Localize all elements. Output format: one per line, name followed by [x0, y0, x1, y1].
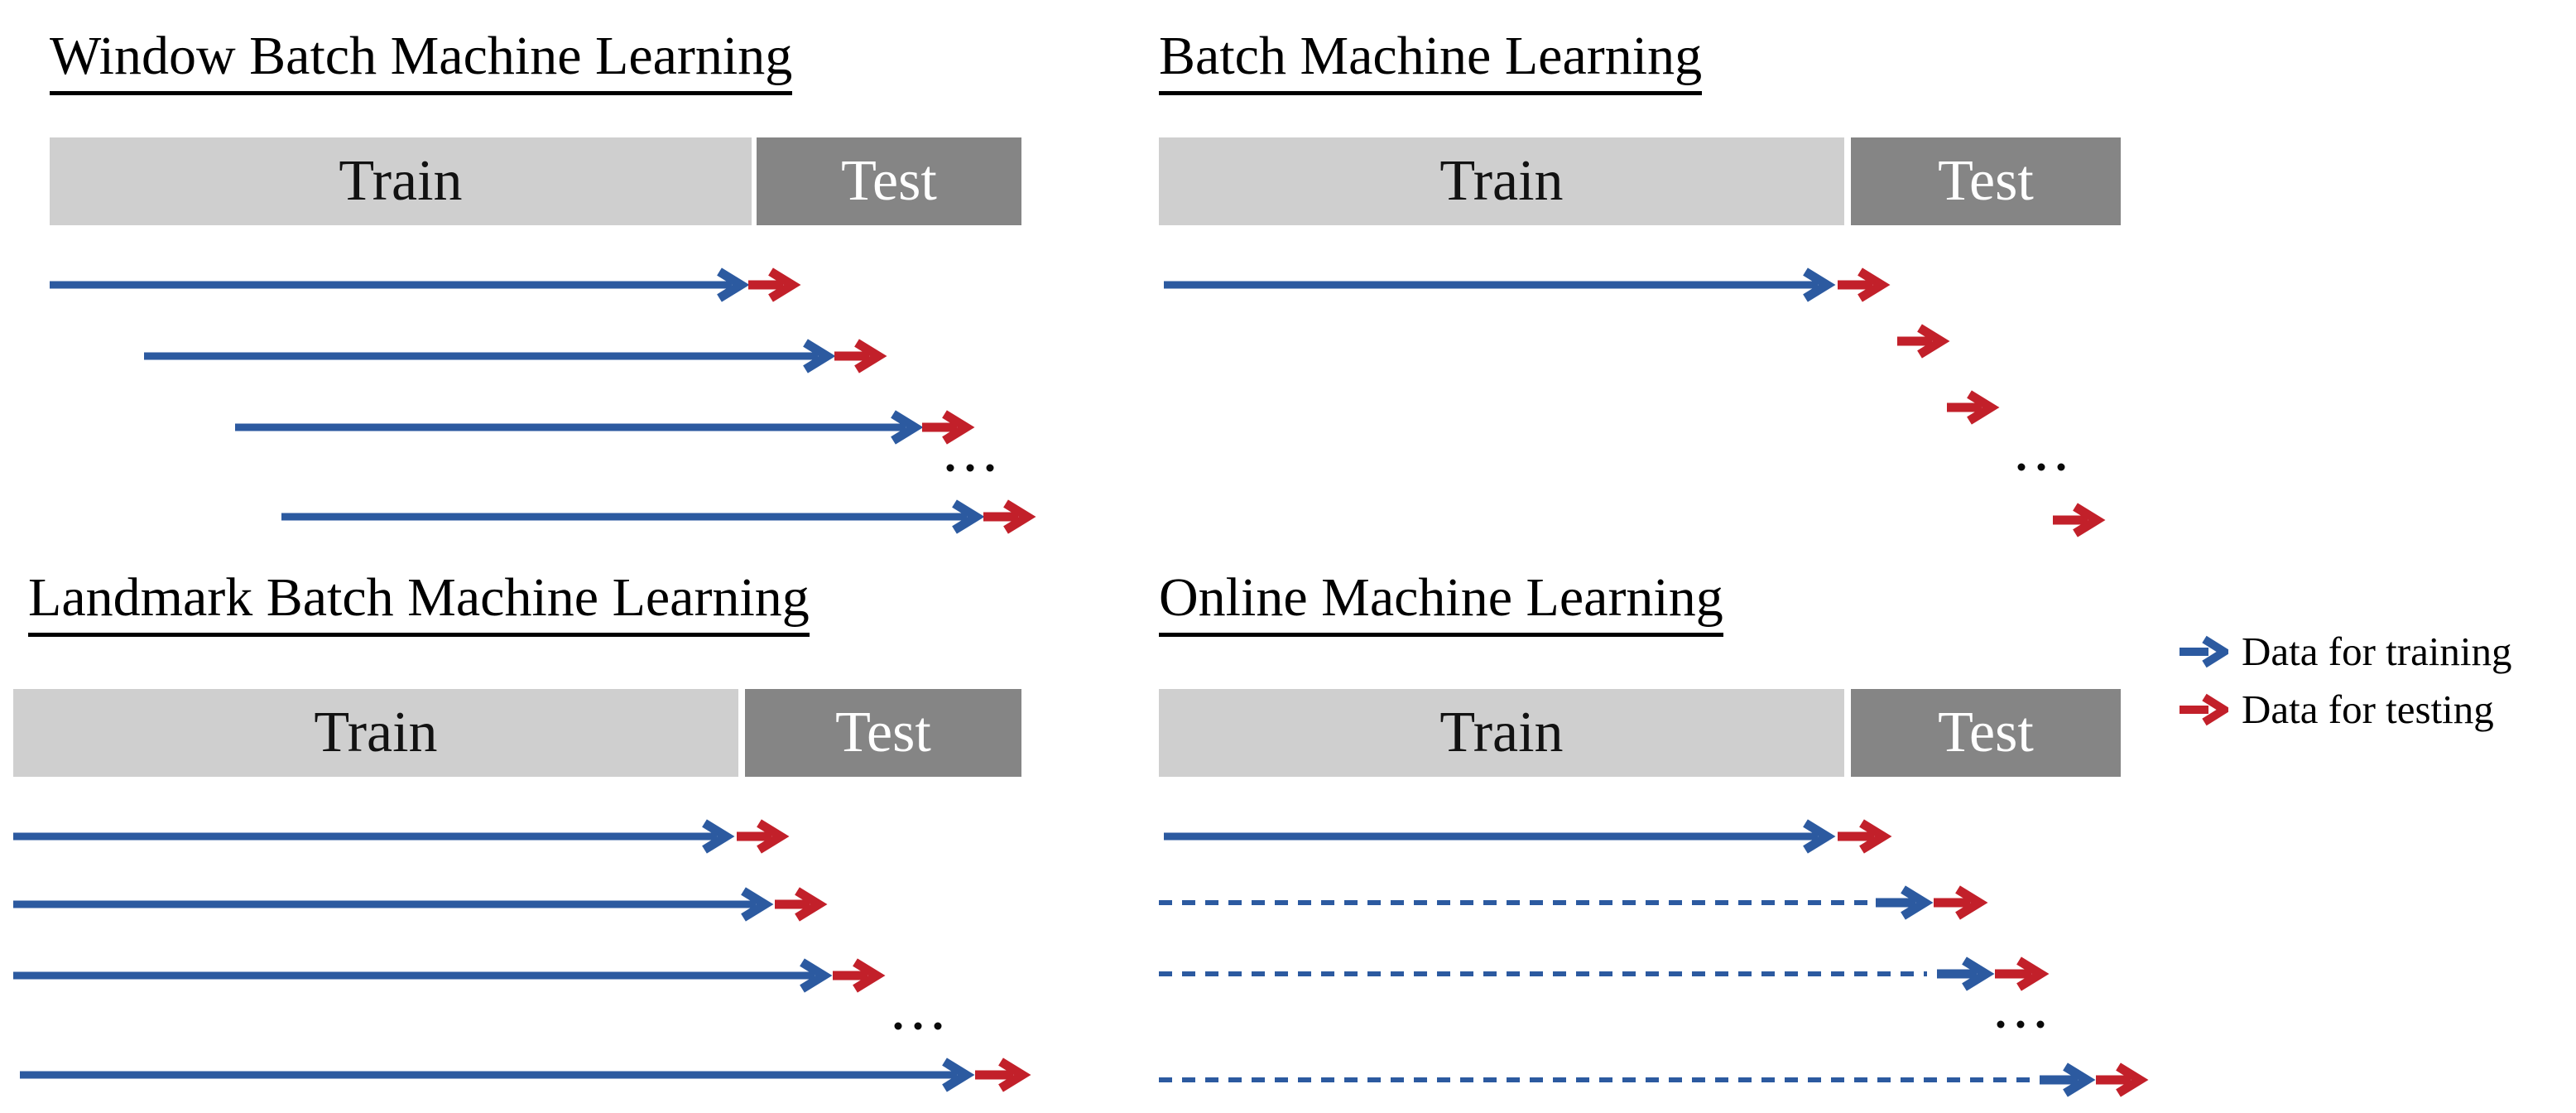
batch-row1-red-arrow: [1838, 267, 1891, 302]
online-row4-blue-arrow: [2040, 1062, 2096, 1097]
landmark-batch-row1-blue-arrow: [13, 819, 735, 854]
window-batch-row2-blue-arrow: [144, 339, 836, 373]
online-row1-blue-arrow: [1164, 819, 1836, 854]
online-row3-red-arrow: [1995, 956, 2050, 991]
landmark-batch-row2-red-arrow: [775, 887, 828, 922]
batch-row1-blue-arrow: [1164, 267, 1836, 302]
landmark-batch-row3-red-arrow: [833, 958, 886, 993]
online-row3-blue-arrow: [1937, 956, 1995, 991]
online-row2-red-arrow: [1934, 885, 1988, 920]
batch-row3-red-arrow: [1947, 390, 2000, 425]
batch-row2-red-arrow: [1897, 324, 1950, 359]
online-ellipsis-dots: [1997, 1020, 2045, 1029]
landmark-batch-row1-red-arrow: [737, 819, 790, 854]
landmark-batch-row3-blue-arrow: [13, 958, 833, 993]
window-batch-row3-blue-arrow: [235, 410, 924, 445]
window-batch-row1-blue-arrow: [50, 267, 750, 302]
window-batch-row1-red-arrow: [748, 267, 801, 302]
window-batch-row3-red-arrow: [922, 410, 975, 445]
window-batch-row4-red-arrow: [983, 499, 1036, 534]
landmark-batch-ellipsis-dots: [894, 1022, 942, 1030]
landmark-batch-row2-blue-arrow: [13, 887, 774, 922]
landmark-batch-row4-blue-arrow: [20, 1058, 975, 1092]
batch-row4-red-arrow: [2053, 503, 2106, 537]
window-batch-ellipsis-dots: [946, 464, 994, 472]
batch-ellipsis-dots: [2017, 463, 2065, 471]
online-row4-red-arrow: [2096, 1062, 2149, 1097]
online-row2-blue-arrow: [1876, 885, 1934, 920]
window-batch-row4-blue-arrow: [281, 499, 985, 534]
landmark-batch-row4-red-arrow: [975, 1058, 1031, 1092]
online-row1-red-arrow: [1838, 819, 1892, 854]
window-batch-row2-red-arrow: [834, 339, 887, 373]
